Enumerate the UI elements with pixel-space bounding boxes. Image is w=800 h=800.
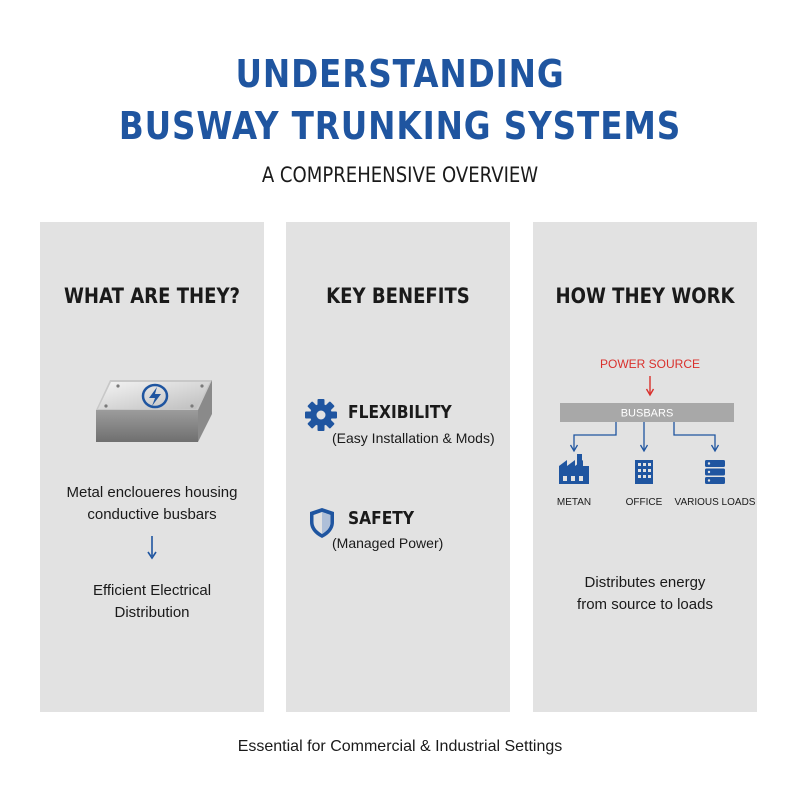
panel-what-are-they: WHAT ARE THEY? Metal encloueres housing …	[40, 222, 264, 712]
load-label-metan: METAN	[557, 497, 591, 508]
panel-title-how: HOW THEY WORK	[555, 284, 735, 308]
how-caption: Distributes energy from source to loads	[577, 574, 713, 613]
benefit-desc-flexibility: (Easy Installation & Mods)	[332, 430, 495, 446]
factory-icon	[559, 454, 589, 484]
busbars-label: BUSBARS	[621, 408, 674, 420]
page-title-line-2: BUSWAY TRUNKING SYSTEMS	[118, 104, 682, 148]
gear-icon	[305, 399, 337, 431]
arrow-down-icon	[147, 536, 157, 560]
busbars-bar	[560, 403, 734, 422]
load-label-various: VARIOUS LOADS	[675, 497, 756, 508]
benefit-title-safety: SAFETY	[348, 508, 415, 529]
benefit-desc-safety: (Managed Power)	[332, 535, 444, 551]
panel-key-benefits: KEY BENEFITS FLEXIBILITY (Easy Installat…	[286, 222, 510, 712]
page-title-line-1: UNDERSTANDING	[235, 52, 565, 96]
benefit-title-flexibility: FLEXIBILITY	[348, 402, 452, 423]
what-description: Metal encloueres housing conductive busb…	[66, 484, 238, 523]
shield-icon	[310, 508, 334, 538]
panel-title-what: WHAT ARE THEY?	[63, 284, 241, 308]
power-flow-diagram: POWER SOURCE BUSBARS	[557, 357, 756, 508]
what-result: Efficient Electrical Distribution	[92, 582, 212, 621]
electrical-enclosure-icon	[96, 380, 212, 442]
office-building-icon	[635, 460, 653, 484]
power-source-label: POWER SOURCE	[600, 357, 700, 371]
panel-how-they-work: HOW THEY WORK POWER SOURCE BUSBARS	[533, 222, 757, 712]
server-rack-icon	[705, 460, 725, 484]
load-label-office: OFFICE	[626, 497, 663, 508]
page-subtitle: A COMPREHENSIVE OVERVIEW	[261, 163, 539, 187]
panel-title-benefits: KEY BENEFITS	[326, 284, 470, 308]
footer-note: Essential for Commercial & Industrial Se…	[237, 738, 563, 755]
